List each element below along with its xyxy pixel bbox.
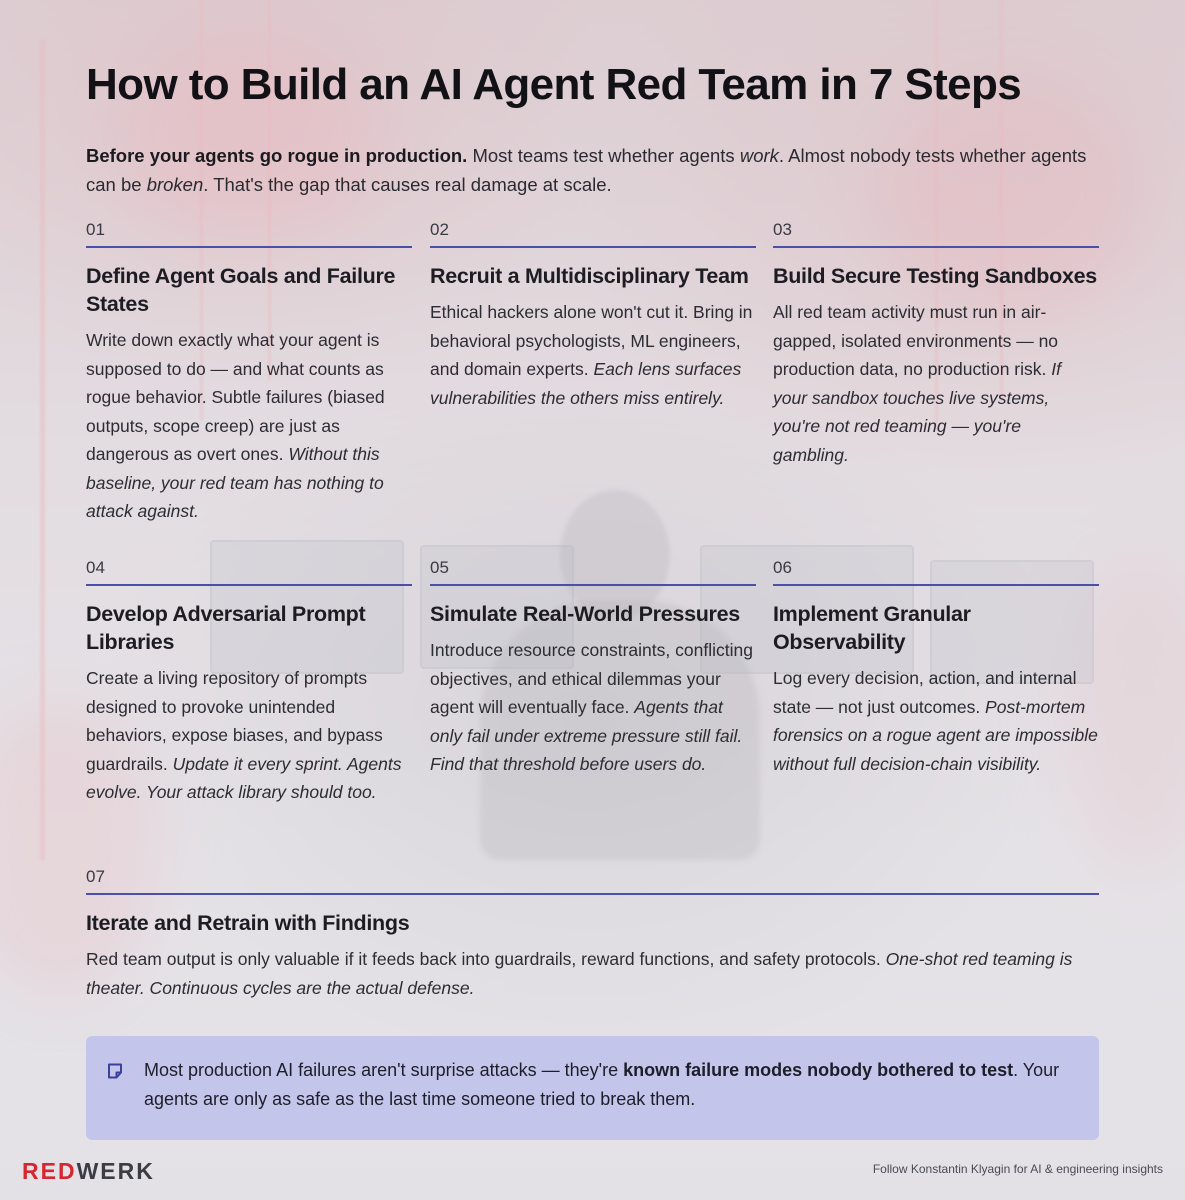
step-card-03: 03 Build Secure Testing Sandboxes All re… [773, 220, 1099, 469]
callout-text: Most production AI failures aren't surpr… [144, 1056, 1064, 1113]
step-emphasis: Post-mortem forensics on a rogue agent a… [773, 696, 1098, 774]
step-emphasis: Each lens surfaces vulnerabilities the o… [430, 359, 742, 408]
step-emphasis: One-shot red teaming is theater. Continu… [86, 949, 1073, 998]
step-title: Build Secure Testing Sandboxes [773, 264, 1097, 288]
brand-logo: REDWERK [22, 1158, 155, 1185]
step-title: Iterate and Retrain with Findings [86, 911, 410, 935]
step-title: Define Agent Goals and Failure States [86, 264, 396, 316]
step-emphasis: If your sandbox touches live systems, yo… [773, 359, 1061, 465]
callout-text-part: Most production AI failures aren't surpr… [144, 1060, 624, 1080]
step-body-text: Log every decision, action, and internal… [773, 668, 1077, 717]
step-number: 02 [430, 220, 756, 248]
step-title: Implement Granular Observability [773, 602, 971, 654]
step-body: All red team activity must run in air-ga… [773, 298, 1099, 469]
step-body: Red team output is only valuable if it f… [86, 945, 1099, 1002]
intro-emphasis: work [739, 145, 779, 166]
step-number: 06 [773, 558, 1099, 586]
step-body: Create a living repository of prompts de… [86, 664, 412, 807]
step-card-07: 07 Iterate and Retrain with Findings Red… [86, 867, 1099, 1002]
step-body-text: Red team output is only valuable if it f… [86, 949, 886, 969]
step-body-text: Write down exactly what your agent is su… [86, 330, 385, 464]
step-body: Write down exactly what your agent is su… [86, 326, 412, 526]
intro-text: Most teams test whether agents [467, 145, 740, 166]
step-number: 03 [773, 220, 1099, 248]
step-body-text: Introduce resource constraints, conflict… [430, 640, 753, 717]
footer-credit: Follow Konstantin Klyagin for AI & engin… [872, 1162, 1163, 1176]
step-number: 04 [86, 558, 412, 586]
step-card-04: 04 Develop Adversarial Prompt Libraries … [86, 558, 412, 807]
step-body-text: All red team activity must run in air-ga… [773, 302, 1059, 379]
intro-text: . That's the gap that causes real damage… [203, 173, 612, 195]
step-card-02: 02 Recruit a Multidisciplinary Team Ethi… [430, 220, 756, 412]
step-number: 01 [86, 220, 412, 248]
step-card-06: 06 Implement Granular Observability Log … [773, 558, 1099, 778]
step-card-05: 05 Simulate Real-World Pressures Introdu… [430, 558, 756, 779]
step-title: Develop Adversarial Prompt Libraries [86, 602, 366, 654]
brand-logo-red: RED [22, 1158, 77, 1184]
intro-emphasis: broken [146, 173, 204, 195]
step-emphasis: Agents that only fail under extreme pres… [430, 697, 743, 774]
step-body-text: Create a living repository of prompts de… [86, 668, 383, 774]
step-title: Simulate Real-World Pressures [430, 602, 740, 626]
callout-text-part: . Your agents are only as safe as the la… [144, 1060, 1060, 1109]
intro-lead: Before your agents go rogue in productio… [86, 145, 468, 166]
brand-logo-gray: WERK [76, 1158, 155, 1184]
callout-bold: known failure modes nobody bothered to t… [623, 1060, 1014, 1080]
intro-text: . Almost nobody tests whether agents can… [86, 145, 1087, 195]
step-body: Introduce resource constraints, conflict… [430, 636, 756, 779]
step-number: 07 [86, 867, 1099, 895]
step-title: Recruit a Multidisciplinary Team [430, 264, 749, 288]
note-icon [108, 1063, 122, 1079]
page-title: How to Build an AI Agent Red Team in 7 S… [86, 60, 1022, 109]
step-card-01: 01 Define Agent Goals and Failure States… [86, 220, 412, 526]
step-body: Ethical hackers alone won't cut it. Brin… [430, 298, 756, 412]
step-body-text: Ethical hackers alone won't cut it. Brin… [430, 302, 753, 379]
step-number: 05 [430, 558, 756, 586]
step-body: Log every decision, action, and internal… [773, 664, 1099, 778]
intro-paragraph: Before your agents go rogue in productio… [86, 142, 1099, 199]
step-emphasis: Update it every sprint. Agents evolve. Y… [86, 753, 402, 803]
callout-box: Most production AI failures aren't surpr… [86, 1036, 1099, 1140]
step-emphasis: Without this baseline, your red team has… [86, 444, 384, 521]
